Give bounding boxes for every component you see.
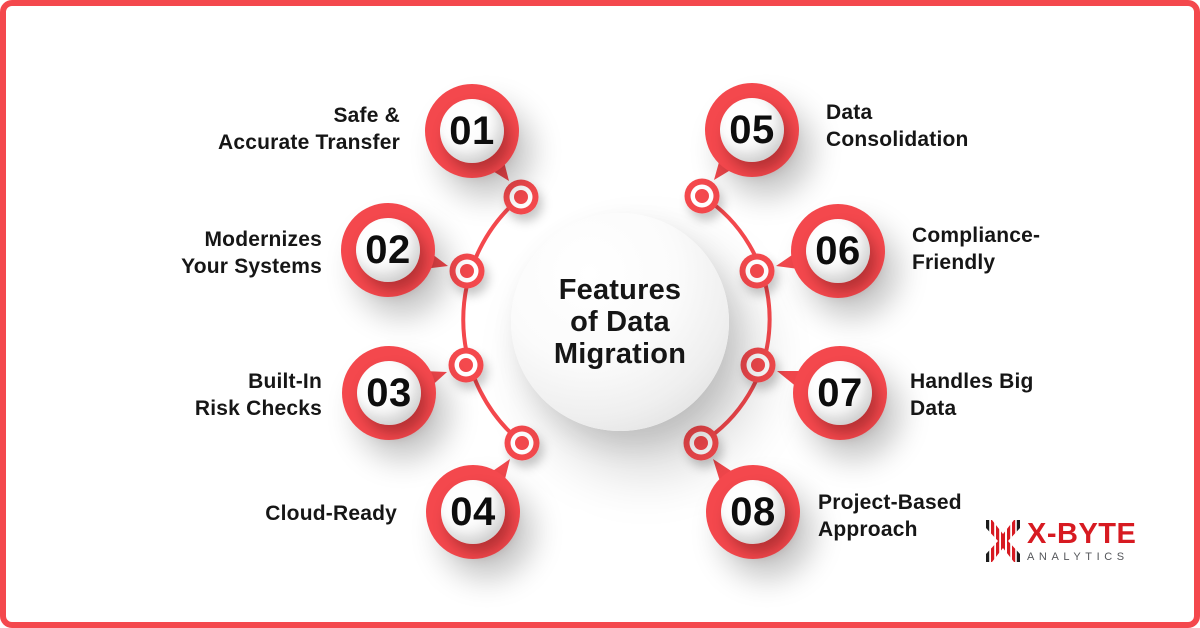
feature-label-01: Safe & Accurate Transfer bbox=[218, 102, 400, 156]
feature-label-line: Compliance- bbox=[912, 224, 1041, 247]
feature-label-line: Your Systems bbox=[181, 255, 322, 278]
brand-logo: X-BYTE ANALYTICS bbox=[986, 520, 1136, 563]
feature-label-04: Cloud-Ready bbox=[265, 500, 397, 527]
step-number-orb: 02 bbox=[356, 218, 420, 282]
logo-text-block: X-BYTE ANALYTICS bbox=[1027, 520, 1136, 563]
feature-label-line: Cloud-Ready bbox=[265, 502, 397, 525]
connector-node bbox=[449, 253, 485, 289]
step-number-orb: 03 bbox=[357, 361, 421, 425]
step-number: 01 bbox=[449, 108, 495, 153]
feature-label-line: Handles Big bbox=[910, 370, 1034, 393]
step-badge-06: 06 bbox=[791, 204, 885, 298]
step-number-orb: 06 bbox=[806, 219, 870, 283]
step-number-orb: 01 bbox=[440, 99, 504, 163]
feature-label-08: Project-Based Approach bbox=[818, 489, 962, 543]
feature-label-02: Modernizes Your Systems bbox=[181, 226, 322, 280]
connector-nodes bbox=[448, 178, 776, 461]
connector-node bbox=[448, 347, 484, 383]
feature-label-line: Data bbox=[826, 101, 873, 124]
infographic-title: Features of Data Migration bbox=[554, 274, 686, 370]
feature-label-line: Modernizes bbox=[204, 228, 322, 251]
connector-node bbox=[504, 425, 540, 461]
feature-label-line: Accurate Transfer bbox=[218, 131, 400, 154]
logo-subtext: ANALYTICS bbox=[1027, 551, 1129, 563]
feature-label-line: Consolidation bbox=[826, 128, 969, 151]
step-badge-03: 03 bbox=[342, 346, 436, 440]
step-number: 04 bbox=[450, 489, 496, 534]
x-byte-logo-icon bbox=[986, 520, 1020, 562]
step-badge-05: 05 bbox=[705, 83, 799, 177]
title-line: Migration bbox=[553, 338, 687, 370]
step-number-orb: 07 bbox=[808, 361, 872, 425]
feature-label-line: Built-In bbox=[248, 370, 322, 393]
connector-node bbox=[739, 253, 775, 289]
feature-label-line: Safe & bbox=[333, 104, 400, 127]
step-number-orb: 04 bbox=[441, 480, 505, 544]
feature-label-06: Compliance- Friendly bbox=[912, 222, 1040, 276]
connector-node bbox=[684, 178, 720, 214]
step-number: 02 bbox=[365, 227, 411, 272]
step-number: 08 bbox=[730, 489, 776, 534]
feature-label-line: Risk Checks bbox=[194, 397, 322, 420]
connector-node bbox=[683, 425, 719, 461]
connector-node bbox=[503, 179, 539, 215]
feature-label-07: Handles Big Data bbox=[910, 368, 1034, 422]
feature-label-line: Data bbox=[910, 397, 957, 420]
logo-wordmark: X-BYTE bbox=[1027, 518, 1137, 550]
step-number: 07 bbox=[817, 370, 863, 415]
step-number-orb: 05 bbox=[720, 98, 784, 162]
step-badge-04: 04 bbox=[426, 465, 520, 559]
feature-label-03: Built-In Risk Checks bbox=[195, 368, 322, 422]
right-connector-arc bbox=[699, 194, 772, 445]
left-connector-arc bbox=[461, 195, 524, 445]
step-number-orb: 08 bbox=[721, 480, 785, 544]
step-badge-07: 07 bbox=[793, 346, 887, 440]
step-badge-02: 02 bbox=[341, 203, 435, 297]
step-badge-01: 01 bbox=[425, 84, 519, 178]
title-line: of Data bbox=[570, 306, 670, 338]
feature-label-05: Data Consolidation bbox=[826, 99, 969, 153]
feature-label-line: Friendly bbox=[912, 251, 996, 274]
feature-label-line: Project-Based bbox=[818, 491, 962, 514]
title-line: Features bbox=[558, 274, 682, 306]
feature-label-line: Approach bbox=[818, 518, 918, 541]
step-badge-08: 08 bbox=[706, 465, 800, 559]
step-number: 06 bbox=[815, 228, 861, 273]
step-number: 05 bbox=[729, 107, 775, 152]
step-number: 03 bbox=[366, 370, 412, 415]
center-sphere: Features of Data Migration bbox=[511, 213, 729, 431]
connector-node bbox=[740, 347, 776, 383]
